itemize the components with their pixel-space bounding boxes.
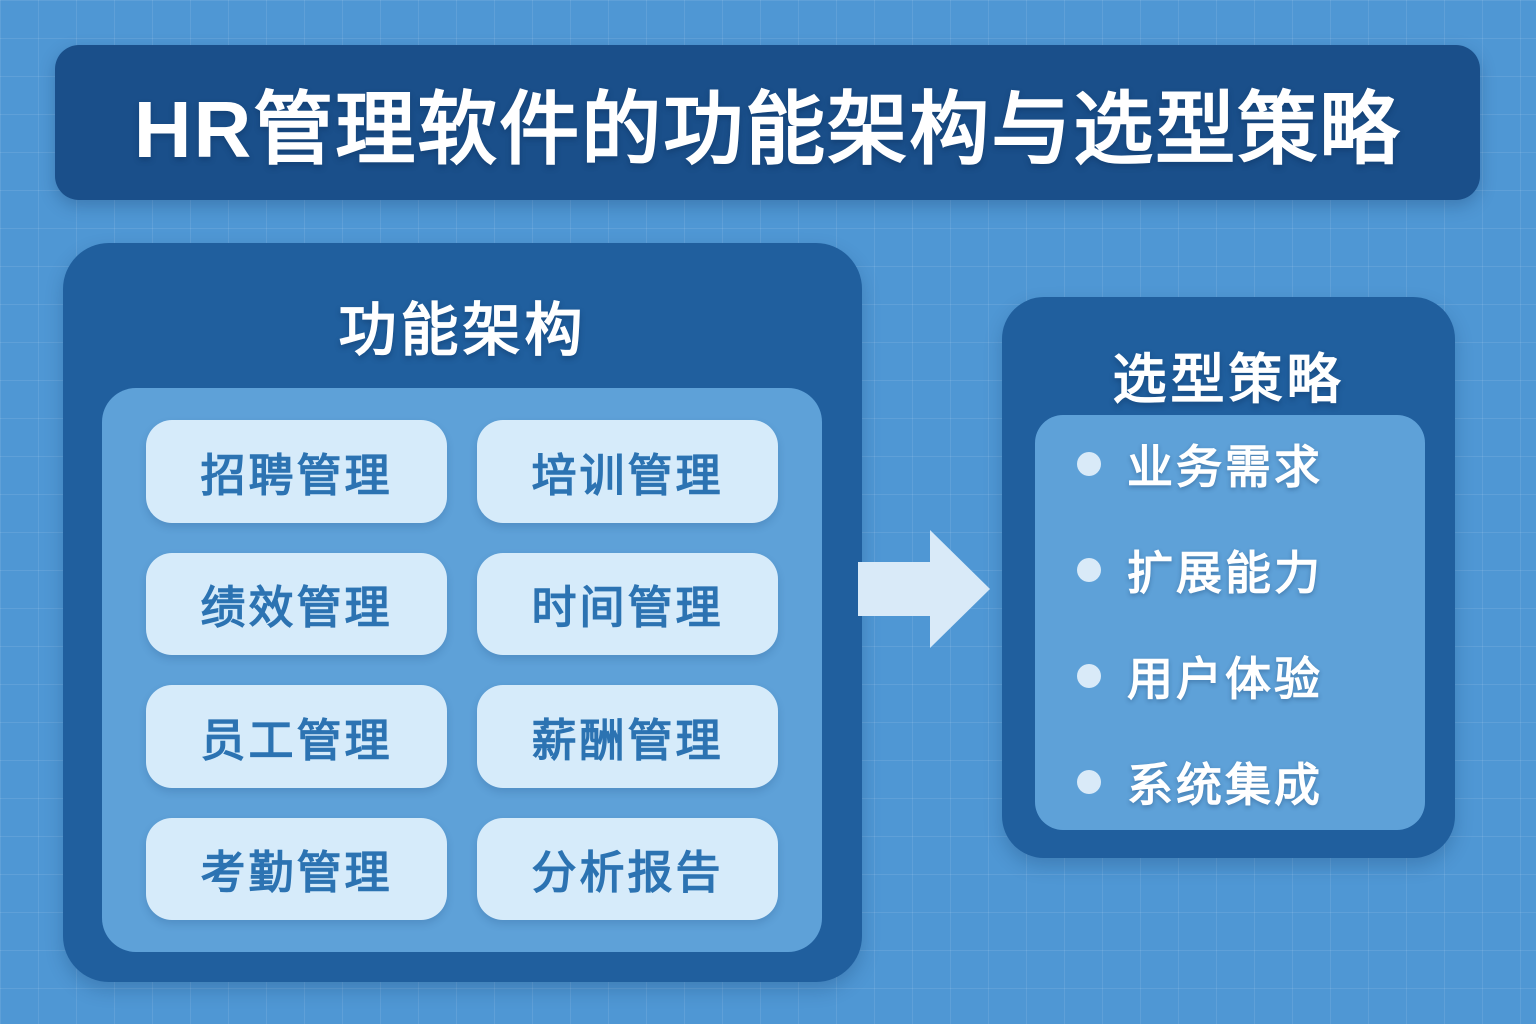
feature-box-recruitment: 招聘管理 [146, 420, 447, 523]
feature-box-label: 员工管理 [200, 714, 393, 766]
feature-box-time: 时间管理 [477, 552, 778, 655]
function-box-grid: 招聘管理 培训管理 绩效管理 时间管理 员工管理 薪酬管理 考勤管理 分析报告 [102, 388, 822, 952]
feature-box-label: 时间管理 [531, 582, 724, 634]
feature-box-employee: 员工管理 [146, 685, 447, 788]
feature-box-label: 招聘管理 [200, 449, 393, 501]
bullet-dot-icon [1077, 557, 1101, 582]
bullet-label: 用户体验 [1127, 652, 1323, 705]
feature-box-compensation: 薪酬管理 [477, 685, 778, 788]
feature-box-attendance: 考勤管理 [146, 817, 447, 920]
strategy-bullet-item: 系统集成 [1077, 749, 1425, 815]
title-banner: HR管理软件的功能架构与选型策略 [55, 45, 1480, 200]
left-panel-title: 功能架构 [338, 298, 587, 363]
arrow-tail [858, 562, 934, 616]
feature-box-analytics: 分析报告 [477, 817, 778, 920]
function-architecture-panel: 功能架构 招聘管理 培训管理 绩效管理 时间管理 员工管理 薪酬管理 考勤管理 [63, 243, 862, 982]
feature-box-label: 绩效管理 [200, 582, 393, 634]
strategy-bullet-item: 扩展能力 [1077, 537, 1425, 603]
bullet-label: 扩展能力 [1127, 546, 1323, 599]
main-title: HR管理软件的功能架构与选型策略 [133, 84, 1402, 174]
bullet-label: 业务需求 [1127, 440, 1323, 493]
arrow-right-icon [858, 530, 990, 648]
feature-box-training: 培训管理 [477, 420, 778, 523]
bullet-dot-icon [1077, 663, 1101, 688]
feature-box-label: 培训管理 [531, 449, 724, 501]
bullet-dot-icon [1077, 451, 1101, 476]
feature-box-label: 薪酬管理 [531, 714, 724, 766]
right-panel-title: 选型策略 [1112, 350, 1345, 410]
arrow-head [930, 530, 990, 648]
feature-box-performance: 绩效管理 [146, 552, 447, 655]
bullet-label: 系统集成 [1127, 758, 1323, 811]
bullet-dot-icon [1077, 769, 1101, 794]
feature-box-label: 考勤管理 [200, 847, 393, 899]
feature-box-label: 分析报告 [531, 847, 724, 899]
strategy-bullet-item: 业务需求 [1077, 431, 1425, 497]
strategy-bullet-item: 用户体验 [1077, 643, 1425, 709]
strategy-bullet-list: 业务需求 扩展能力 用户体验 系统集成 [1035, 415, 1425, 830]
selection-strategy-panel: 选型策略 业务需求 扩展能力 用户体验 系统集成 [1002, 297, 1455, 858]
